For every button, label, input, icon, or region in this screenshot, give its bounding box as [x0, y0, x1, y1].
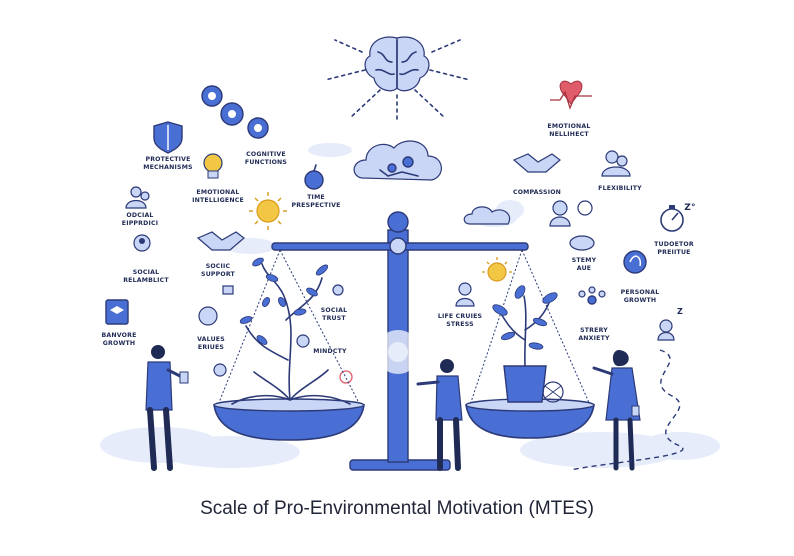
- person-figure: [416, 359, 463, 471]
- person-icon: [549, 200, 593, 227]
- label-strery-1: STRERY: [580, 327, 608, 334]
- label-time-2: PRESPECTIVE: [291, 202, 340, 209]
- values-icon: [198, 284, 353, 384]
- label-sociic-1: SOCIIC: [206, 263, 231, 270]
- sleep-icon: Z: [657, 307, 683, 341]
- handshake-icon: [196, 231, 245, 251]
- svg-text:MINDCTY: MINDCTY: [313, 348, 347, 355]
- label-tudoetor-2: PREIITUE: [657, 249, 690, 256]
- label-flexibility: FLEXIBILITY: [598, 185, 642, 192]
- label-strery-2: ANXIETY: [578, 335, 610, 342]
- svg-text:COMPASSION: COMPASSION: [513, 189, 561, 196]
- label-social-rel-1: SOCIAL: [133, 269, 160, 276]
- lightbulb-icon: [203, 153, 223, 179]
- hands-icon: [569, 235, 595, 251]
- gear-icon: [201, 85, 269, 139]
- label-social-trust-2: TRUST: [322, 315, 346, 322]
- label-stemy-2: AUE: [577, 265, 591, 272]
- label-protective-1: PROTECTIVE: [145, 156, 190, 163]
- label-cognitive-2: FUNCTIONS: [245, 159, 287, 166]
- label-values-2: ERIUES: [198, 344, 224, 351]
- people-icon: [125, 186, 150, 209]
- label-compassion: COMPASSION: [513, 189, 561, 196]
- scale-icon: [213, 211, 595, 471]
- plant-icon: [492, 285, 564, 403]
- label-emotional-r-2: NELLIHECT: [549, 131, 589, 138]
- label-tudoetor-1: TUDOETOR: [654, 241, 694, 248]
- graduation-icon: [105, 299, 129, 325]
- label-emotional-2: INTELLIGENCE: [192, 197, 244, 204]
- person-icon: [455, 282, 475, 307]
- label-emotional-1: EMOTIONAL: [196, 189, 239, 196]
- label-values-1: VALUES: [197, 336, 225, 343]
- svg-text:FLEXIBILITY: FLEXIBILITY: [598, 185, 642, 192]
- svg-text:Z: Z: [677, 307, 683, 316]
- label-odcial-1: ODCIAL: [126, 212, 153, 219]
- label-time-1: TIME: [307, 194, 325, 201]
- label-stemy-1: STEMY: [572, 257, 597, 264]
- stopwatch-icon: Z°: [660, 203, 696, 232]
- leaf-head-icon: [623, 250, 647, 274]
- heart-icon: [550, 80, 592, 110]
- label-personal-1: PERSONAL: [621, 289, 660, 296]
- svg-text:Z°: Z°: [684, 203, 695, 213]
- person-figure: [592, 350, 641, 471]
- background-clouds: [100, 143, 720, 468]
- label-emotional-r-1: EMOTIONAL: [547, 123, 590, 130]
- label-odcial-2: EIPPRDICI: [122, 220, 158, 227]
- label-life-1: LIFE CRUIES: [438, 313, 482, 320]
- thought-cloud-icon: [353, 140, 442, 181]
- label-personal-2: GROWTH: [624, 297, 657, 304]
- apple-icon: [304, 164, 324, 190]
- label-cognitive-1: COGNITIVE: [246, 151, 286, 158]
- winding-path: [569, 349, 684, 471]
- label-banvore-2: GROWTH: [103, 340, 136, 347]
- cloud-icon: [463, 206, 511, 225]
- figure-caption: Scale of Pro-Environmental Motivation (M…: [200, 498, 594, 519]
- label-social-rel-2: RELAMBLICT: [123, 277, 169, 284]
- label-life-2: STRESS: [446, 321, 474, 328]
- sun-icon: [482, 257, 512, 282]
- label-protective-2: MECHANISMS: [143, 164, 192, 171]
- sun-icon: [249, 192, 287, 230]
- network-icon: [578, 286, 606, 305]
- label-social-trust-1: SOCIAL: [321, 307, 348, 314]
- person-icon: [133, 234, 151, 252]
- label-mindcty: MINDCTY: [313, 348, 347, 355]
- tree-icon: [231, 257, 351, 405]
- person-figure: [145, 345, 189, 471]
- brain-icon: [324, 36, 471, 121]
- handshake-icon: [512, 153, 561, 173]
- shield-icon: [153, 121, 183, 154]
- label-banvore-1: BANVORE: [101, 332, 136, 339]
- label-sociic-2: SUPPORT: [201, 271, 235, 278]
- people-icon: [601, 150, 631, 177]
